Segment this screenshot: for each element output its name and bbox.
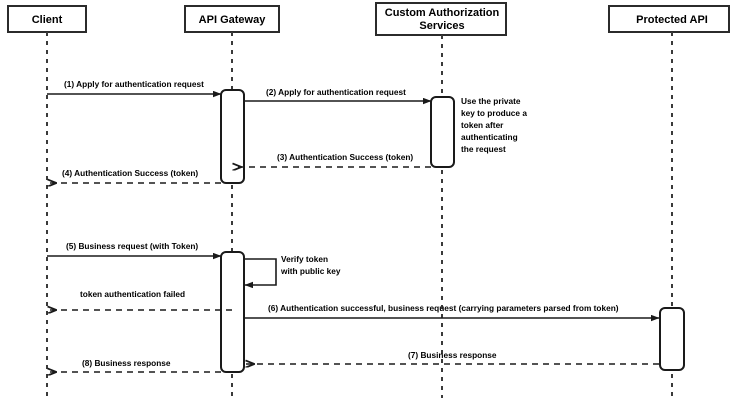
- auth-activation[interactable]: [430, 96, 455, 168]
- gateway-activation-business[interactable]: [220, 251, 245, 373]
- lifeline-header-box[interactable]: [375, 2, 507, 36]
- lifeline-header-box[interactable]: [184, 5, 280, 33]
- note-line: authenticating: [461, 132, 518, 142]
- message-label: (3) Authentication Success (token): [277, 152, 413, 162]
- self-message-label-line1: Verify token: [281, 254, 328, 264]
- message-label: (8) Business response: [82, 358, 171, 368]
- note-line: Use the private: [461, 96, 521, 106]
- lifeline-title-line2: Services: [419, 20, 464, 32]
- message-label: (6) Authentication successful, business …: [268, 303, 619, 313]
- api-activation[interactable]: [659, 307, 685, 371]
- lifeline-title: Custom Authorization: [385, 7, 500, 19]
- lifelines-layer: Client API Gateway Custom AuthorizationSer…: [7, 2, 730, 398]
- message-m4[interactable]: (4) Authentication Success (token): [48, 168, 221, 183]
- message-label: (1) Apply for authentication request: [64, 79, 204, 89]
- lifeline-title: Protected API: [636, 14, 708, 26]
- message-m1[interactable]: (1) Apply for authentication request: [47, 79, 222, 98]
- self-message-label-line2: with public key: [280, 266, 341, 276]
- message-m7[interactable]: (6) Authentication successful, business …: [244, 303, 660, 322]
- note-line: token after: [461, 120, 504, 130]
- lifeline-gateway[interactable]: API Gateway: [184, 5, 280, 398]
- lifeline-title: API Gateway: [199, 14, 267, 26]
- self-message-s1[interactable]: Verify token with public key: [244, 254, 341, 289]
- gateway-activation-auth[interactable]: [220, 89, 245, 184]
- message-label: (2) Apply for authentication request: [266, 87, 406, 97]
- note-line: key to produce a: [461, 108, 527, 118]
- note-line: the request: [461, 144, 506, 154]
- message-label: (4) Authentication Success (token): [62, 168, 198, 178]
- message-m2[interactable]: (2) Apply for authentication request: [244, 87, 432, 105]
- message-label: (7) Business response: [408, 350, 497, 360]
- lifeline-header-box[interactable]: [608, 5, 730, 33]
- self-messages-layer: Verify token with public key: [244, 254, 341, 289]
- lifeline-title: Client: [32, 14, 63, 26]
- self-message-arrow: [244, 258, 277, 289]
- lifeline-api[interactable]: Protected API: [608, 5, 730, 398]
- message-m5[interactable]: (5) Business request (with Token): [47, 241, 222, 260]
- message-m6[interactable]: token authentication failed: [48, 289, 232, 310]
- notes-layer: Use the private key to produce a token aft…: [461, 96, 527, 154]
- message-m3[interactable]: (3) Authentication Success (token): [233, 152, 431, 167]
- lifeline-client[interactable]: Client: [7, 5, 87, 398]
- messages-layer: (1) Apply for authentication request (2) …: [47, 79, 660, 372]
- activations-layer: [220, 89, 685, 373]
- message-m8[interactable]: (7) Business response: [246, 350, 659, 364]
- message-label: (5) Business request (with Token): [66, 241, 198, 251]
- note-private-key: Use the private key to produce a token aft…: [461, 96, 527, 154]
- message-m9[interactable]: (8) Business response: [48, 358, 221, 372]
- message-label: token authentication failed: [80, 289, 185, 299]
